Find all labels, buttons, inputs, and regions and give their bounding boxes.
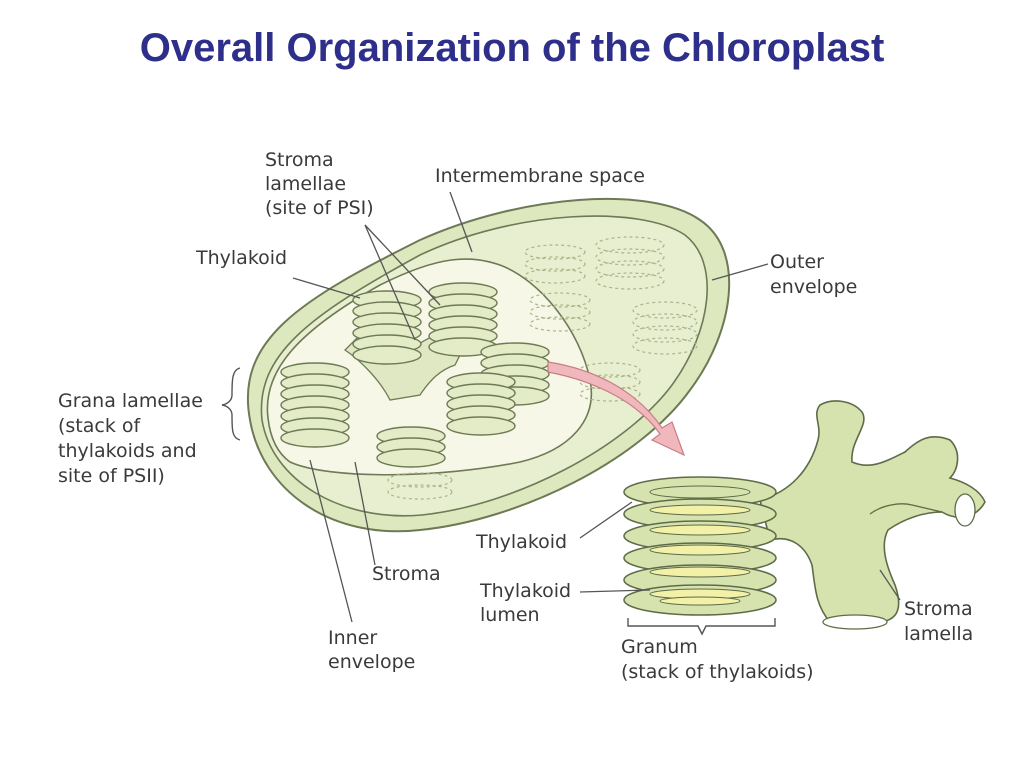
label-thylakoid-lumen-1: Thylakoid: [479, 580, 571, 602]
granum-stack-5: [446, 372, 516, 436]
granum-brace: [627, 618, 776, 636]
labels: Stroma lamellae (site of PSI) Intermembr…: [58, 149, 973, 683]
label-grana-4: site of PSII): [58, 465, 165, 487]
label-inner-envelope-1: Inner: [328, 627, 377, 649]
granum-stack-1: [352, 290, 422, 365]
zoom-arrow: [547, 361, 686, 457]
background-grana: [387, 236, 698, 500]
granum-stack-6: [376, 426, 446, 468]
granum-stack-4: [280, 362, 350, 448]
label-grana-2: (stack of: [58, 415, 142, 437]
label-intermembrane-space: Intermembrane space: [435, 165, 645, 187]
label-stroma-lamellae-2: lamellae: [265, 173, 346, 195]
label-thylakoid-detail: Thylakoid: [475, 531, 567, 553]
leader-lines: [292, 191, 901, 623]
granum-stack-2: [428, 282, 498, 357]
label-stroma-lamella-2: lamella: [904, 623, 973, 645]
granum-disc-stack: [623, 476, 777, 616]
label-outer-envelope-2: envelope: [770, 276, 857, 298]
chloroplast-body: [246, 197, 731, 533]
page-title: Overall Organization of the Chloroplast: [139, 26, 885, 70]
label-stroma-lamella-1: Stroma: [904, 598, 973, 620]
label-granum-1: Granum: [621, 636, 698, 658]
label-stroma: Stroma: [372, 563, 441, 585]
label-stroma-lamellae-3: (site of PSI): [265, 197, 374, 219]
label-stroma-lamellae-1: Stroma: [265, 149, 334, 171]
label-grana-1: Grana lamellae: [58, 390, 203, 412]
label-grana-3: thylakoids and: [58, 440, 197, 462]
grana-brace: [221, 367, 241, 441]
granum-detail: [623, 400, 986, 636]
label-thylakoid-top: Thylakoid: [195, 247, 287, 269]
label-inner-envelope-2: envelope: [328, 651, 415, 673]
label-thylakoid-lumen-2: lumen: [480, 604, 540, 626]
label-outer-envelope-1: Outer: [770, 251, 824, 273]
label-granum-2: (stack of thylakoids): [621, 661, 814, 683]
